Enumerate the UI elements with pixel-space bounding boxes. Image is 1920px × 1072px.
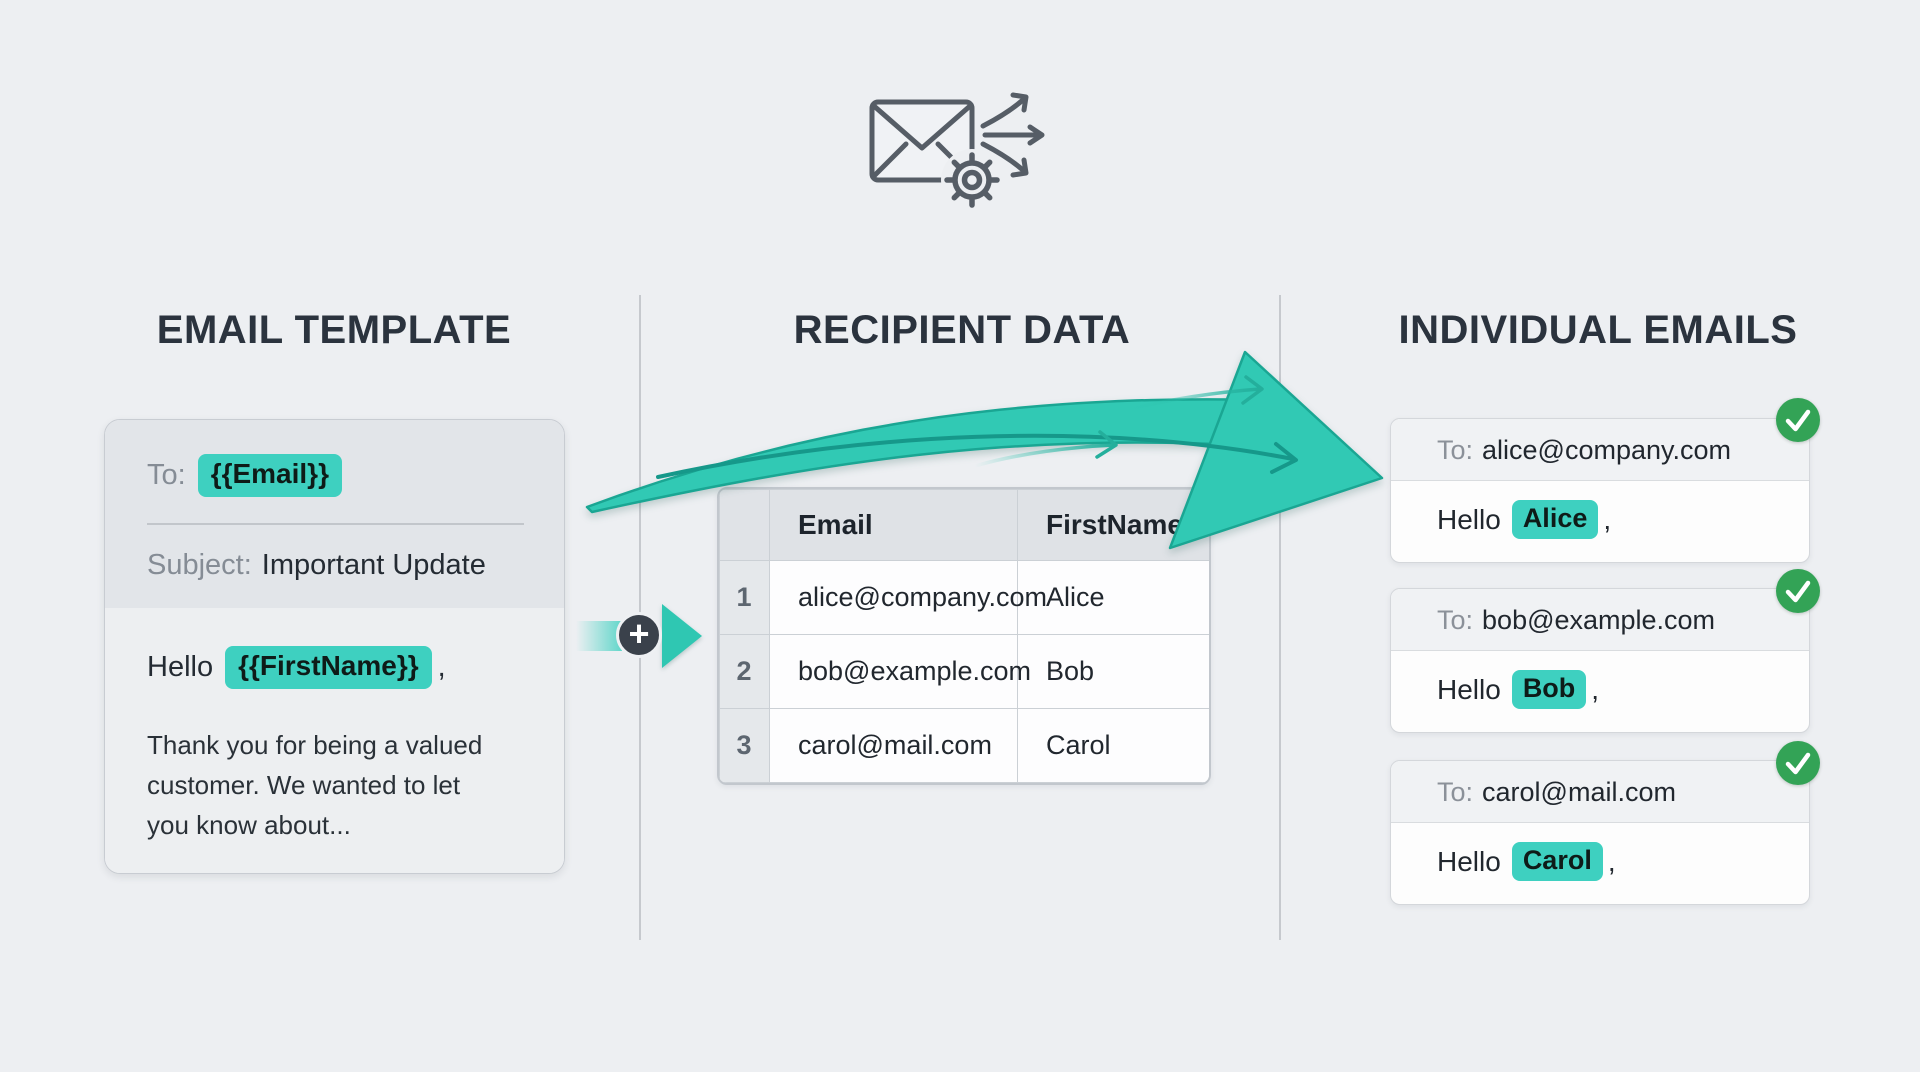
section-divider-right: [1279, 295, 1281, 940]
plus-icon: +: [616, 612, 662, 658]
template-card-body: Hello {{FirstName}} , Thank you for bein…: [105, 607, 564, 873]
email-greeting-suffix: ,: [1603, 503, 1612, 535]
email-variable-chip: {{Email}}: [197, 454, 342, 497]
column-header-email: Email: [769, 489, 1018, 561]
comet-arrow-lower-head-icon: [1095, 430, 1118, 459]
template-body-line: you know about...: [147, 810, 351, 841]
template-greeting-prefix: Hello: [147, 650, 214, 683]
cell-firstname: Alice: [1017, 560, 1209, 635]
row-number: 2: [719, 634, 770, 709]
table-row: 1 alice@company.com Alice: [719, 560, 1209, 635]
table-row: 2 bob@example.com Bob: [719, 634, 1209, 709]
template-body-text: Thank you for being a valued customer. W…: [147, 725, 534, 846]
column-header-firstname: FirstName: [1017, 489, 1209, 561]
email-card-header: To: bob@example.com: [1391, 589, 1809, 651]
cell-firstname: Carol: [1017, 708, 1209, 783]
email-to-label: To:: [1437, 605, 1474, 635]
check-icon: [1785, 580, 1811, 603]
template-body-line: Thank you for being a valued: [147, 729, 483, 760]
heading-individual-emails: INDIVIDUAL EMAILS: [1398, 308, 1798, 352]
email-card-header: To: carol@mail.com: [1391, 761, 1809, 823]
row-number: 1: [719, 560, 770, 635]
email-greeting-suffix: ,: [1607, 845, 1616, 877]
template-subject-label: Subject:: [147, 548, 252, 581]
email-greeting-prefix: Hello: [1437, 503, 1501, 535]
template-subject-value: Important Update: [261, 548, 486, 581]
email-card-header: To: alice@company.com: [1391, 419, 1809, 481]
comet-arrow-upper: [1122, 387, 1262, 413]
table-corner-cell: [719, 489, 770, 561]
row-number: 3: [719, 708, 770, 783]
gear-icon: [941, 149, 1003, 211]
cell-firstname: Bob: [1017, 634, 1209, 709]
check-icon: [1785, 752, 1811, 775]
sent-check-badge: [1776, 398, 1820, 442]
email-card-body: Hello Carol ,: [1391, 823, 1809, 904]
sent-check-badge: [1776, 741, 1820, 785]
swoosh-inner-line: [656, 433, 1295, 479]
template-body-line: customer. We wanted to let: [147, 769, 461, 800]
table-header-row: Email FirstName: [719, 489, 1209, 561]
email-card-body: Hello Alice ,: [1391, 481, 1809, 562]
heading-recipient-data: RECIPIENT DATA: [793, 308, 1131, 352]
email-template-card: To: {{Email}} Subject: Important Update H…: [104, 419, 565, 874]
email-card-body: Hello Bob ,: [1391, 651, 1809, 732]
firstname-variable-chip: {{FirstName}}: [225, 645, 432, 689]
sent-check-badge: [1776, 569, 1820, 613]
connector-arrowhead-icon: [662, 604, 702, 668]
email-greeting-prefix: Hello: [1437, 673, 1501, 705]
email-greeting-suffix: ,: [1591, 673, 1600, 705]
email-to-label: To:: [1437, 435, 1474, 465]
email-to-value: alice@company.com: [1482, 435, 1732, 465]
cell-email: carol@mail.com: [769, 708, 1018, 783]
comet-arrow-upper-head-icon: [1241, 375, 1264, 405]
template-card-header: To: {{Email}} Subject: Important Update: [105, 420, 564, 608]
comet-arrow-lower: [973, 443, 1116, 468]
cell-email: alice@company.com: [769, 560, 1047, 635]
email-to-value: bob@example.com: [1482, 605, 1716, 635]
email-card-bob: To: bob@example.com Hello Bob ,: [1390, 588, 1810, 733]
merged-name-chip: Carol: [1511, 841, 1603, 882]
check-icon: [1785, 409, 1811, 432]
merged-name-chip: Bob: [1511, 669, 1587, 710]
template-to-label: To:: [147, 458, 186, 491]
email-to-value: carol@mail.com: [1482, 777, 1676, 807]
swoosh-inner-arrowhead-icon: [1270, 442, 1298, 474]
envelope-icon: [869, 99, 975, 183]
merged-name-chip: Alice: [1511, 499, 1599, 540]
envelope-gear-fanout-icon: [869, 92, 1045, 211]
cell-email: bob@example.com: [769, 634, 1031, 709]
template-greeting-suffix: ,: [437, 650, 446, 683]
connector-gradient-tail: [576, 621, 622, 651]
email-card-carol: To: carol@mail.com Hello Carol ,: [1390, 760, 1810, 905]
recipient-table: Email FirstName 1 alice@company.com Alic…: [717, 487, 1211, 785]
table-row: 3 carol@mail.com Carol: [719, 708, 1209, 783]
email-card-alice: To: alice@company.com Hello Alice ,: [1390, 418, 1810, 563]
template-header-divider: [147, 522, 524, 525]
email-to-label: To:: [1437, 777, 1474, 807]
email-greeting-prefix: Hello: [1437, 845, 1501, 877]
heading-email-template: EMAIL TEMPLATE: [156, 308, 512, 352]
